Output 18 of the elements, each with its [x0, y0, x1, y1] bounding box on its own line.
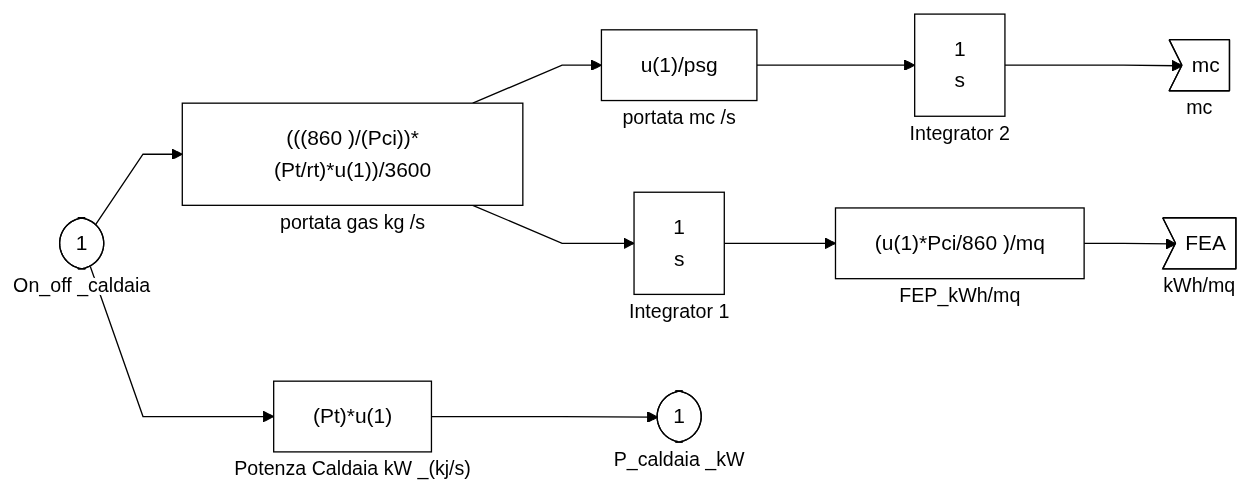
block-name: Integrator 1 — [629, 300, 730, 323]
node-box: 1 s — [633, 191, 725, 296]
block-name: mc — [1186, 96, 1213, 119]
node-box: (u(1)*Pci/860 )/mq — [834, 207, 1085, 280]
arrow — [472, 204, 635, 250]
block-name: Integrator 2 — [909, 122, 1010, 145]
block-name: portata gas kg /s — [280, 211, 426, 234]
node-box: (Pt)*u(1) — [273, 380, 433, 453]
node-box: (((860 )/(Pci))*(Pt/rt)*u(1))/3600 — [181, 102, 524, 207]
arrow — [94, 148, 183, 226]
arrow — [472, 59, 602, 105]
block-name: kWh/mq — [1163, 274, 1236, 297]
block-name: P_caldaia _kW — [613, 447, 745, 470]
node-box: 1 s — [914, 13, 1006, 118]
block-name: portata mc /s — [622, 106, 736, 129]
block-name: FEP_kWh/mq — [899, 284, 1021, 307]
node-box: u(1)/psg — [600, 29, 758, 102]
block-name: Potenza Caldaia kW _(kj/s) — [234, 457, 471, 480]
